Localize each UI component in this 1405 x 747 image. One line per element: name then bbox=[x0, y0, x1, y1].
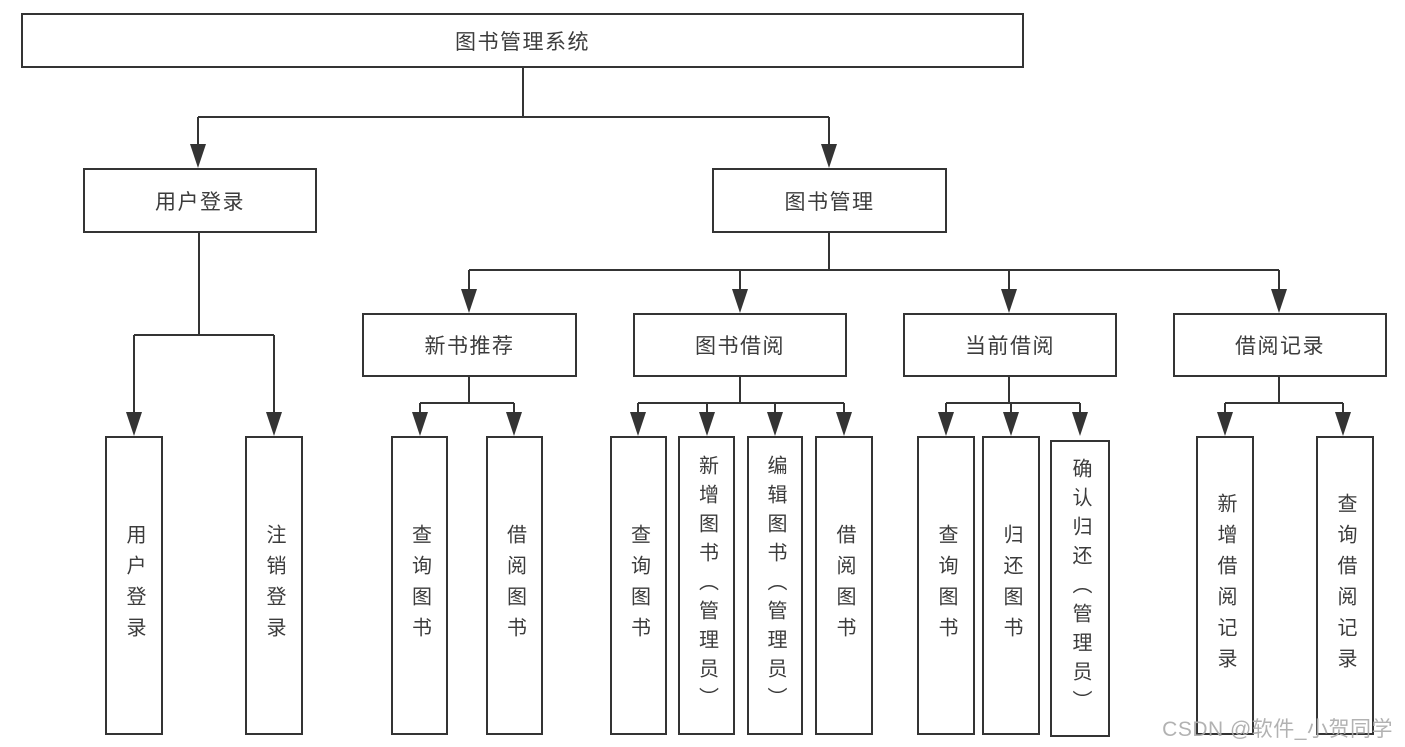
node-library-management-system: 图书管理系统 bbox=[21, 13, 1024, 68]
leaf-user-login: 用户登录 bbox=[105, 436, 163, 735]
arrow-down-icon bbox=[1003, 412, 1019, 436]
node-borrow-records: 借阅记录 bbox=[1173, 313, 1387, 377]
arrow-down-icon bbox=[821, 144, 837, 168]
arrow-down-icon bbox=[266, 412, 282, 436]
arrow-down-icon bbox=[461, 289, 477, 313]
arrow-down-icon bbox=[506, 412, 522, 436]
arrow-down-icon bbox=[767, 412, 783, 436]
leaf-query-books-current: 查询图书 bbox=[917, 436, 975, 735]
arrow-down-icon bbox=[1001, 289, 1017, 313]
node-book-borrow: 图书借阅 bbox=[633, 313, 847, 377]
arrow-down-icon bbox=[1217, 412, 1233, 436]
arrow-down-icon bbox=[699, 412, 715, 436]
node-new-book-recommend: 新书推荐 bbox=[362, 313, 577, 377]
leaf-logout: 注销登录 bbox=[245, 436, 303, 735]
arrow-down-icon bbox=[126, 412, 142, 436]
leaf-query-borrow-record: 查询借阅记录 bbox=[1316, 436, 1374, 735]
leaf-add-book-admin: 新增图书（管理员） bbox=[678, 436, 735, 735]
arrow-down-icon bbox=[836, 412, 852, 436]
leaf-query-books-borrow: 查询图书 bbox=[610, 436, 667, 735]
node-user-login: 用户登录 bbox=[83, 168, 317, 233]
leaf-query-books-recommend: 查询图书 bbox=[391, 436, 448, 735]
arrow-down-icon bbox=[190, 144, 206, 168]
arrow-down-icon bbox=[732, 289, 748, 313]
node-book-management: 图书管理 bbox=[712, 168, 947, 233]
arrow-down-icon bbox=[630, 412, 646, 436]
csdn-watermark: CSDN @软件_小贺同学 bbox=[1162, 718, 1393, 741]
arrow-down-icon bbox=[1271, 289, 1287, 313]
arrow-down-icon bbox=[938, 412, 954, 436]
leaf-confirm-return-admin: 确认归还（管理员） bbox=[1050, 440, 1110, 737]
leaf-return-book: 归还图书 bbox=[982, 436, 1040, 735]
leaf-edit-book-admin: 编辑图书（管理员） bbox=[747, 436, 803, 735]
node-current-borrow: 当前借阅 bbox=[903, 313, 1117, 377]
arrow-down-icon bbox=[1335, 412, 1351, 436]
leaf-add-borrow-record: 新增借阅记录 bbox=[1196, 436, 1254, 735]
leaf-borrow-books-recommend: 借阅图书 bbox=[486, 436, 543, 735]
arrow-down-icon bbox=[412, 412, 428, 436]
leaf-borrow-books: 借阅图书 bbox=[815, 436, 873, 735]
arrow-down-icon bbox=[1072, 412, 1088, 436]
